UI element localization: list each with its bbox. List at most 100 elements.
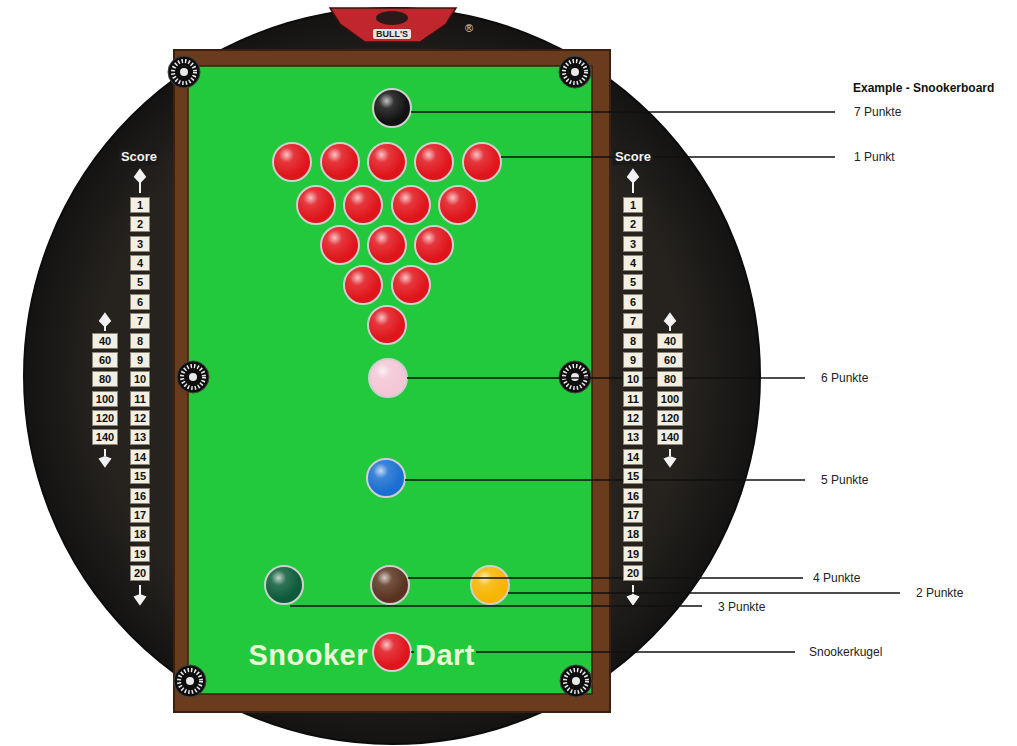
red-ball (392, 186, 430, 224)
leader-line (411, 111, 835, 113)
score-cell: 9 (130, 352, 150, 368)
callout-label: Snookerkugel (808, 645, 883, 659)
brown-ball (371, 566, 409, 604)
score-cell: 2 (623, 216, 643, 232)
shine (345, 267, 381, 303)
score-cell: 17 (130, 507, 150, 523)
shine (345, 187, 381, 223)
rosette (564, 61, 586, 83)
shine (370, 360, 406, 396)
shine (266, 567, 302, 603)
score-cell: 3 (130, 236, 150, 252)
score-cell: 19 (130, 546, 150, 562)
shine (472, 567, 508, 603)
red-ball (344, 186, 382, 224)
score-cell: 6 (130, 294, 150, 310)
score-cell: 10 (623, 371, 643, 387)
callout-label: 4 Punkte (812, 571, 861, 585)
leader-line (501, 156, 835, 158)
leader-line (407, 377, 805, 379)
leader-line (508, 592, 900, 594)
pocket (560, 665, 592, 697)
score-cell: 18 (623, 526, 643, 542)
pocket-rosette (174, 665, 206, 697)
score-cell: 7 (130, 313, 150, 329)
score-cell: 8 (623, 333, 643, 349)
score-cell: 17 (623, 507, 643, 523)
pocket (174, 665, 206, 697)
shine (416, 227, 452, 263)
shine (369, 227, 405, 263)
rosette-center (571, 68, 579, 76)
red-ball (368, 143, 406, 181)
brand-word: Dart (414, 638, 476, 673)
down-arrow (628, 585, 638, 604)
down-arrow (665, 449, 675, 466)
bonus-cell: 60 (92, 352, 118, 368)
rosette (182, 366, 204, 388)
shine (393, 187, 429, 223)
balls (265, 89, 509, 671)
bonus-cell: 40 (657, 333, 683, 349)
shine (274, 144, 310, 180)
red-ball (368, 306, 406, 344)
pink-ball (369, 359, 407, 397)
shine (416, 144, 452, 180)
up-arrow (628, 170, 638, 193)
diagram-title: Example - Snookerboard (853, 81, 994, 95)
up-arrow (135, 170, 145, 193)
score-cell: 19 (623, 546, 643, 562)
bonus-cell: 120 (92, 410, 118, 426)
table-felt (188, 66, 592, 694)
callout-label: 7 Punkte (853, 105, 902, 119)
up-arrow (665, 314, 675, 331)
shine (322, 227, 358, 263)
score-arrows (100, 170, 675, 604)
bonus-cell: 140 (92, 429, 118, 445)
rosette-center (571, 373, 579, 381)
score-cell: 12 (623, 410, 643, 426)
score-cell: 8 (130, 333, 150, 349)
score-cell: 18 (130, 526, 150, 542)
bonus-cell: 80 (92, 371, 118, 387)
bonus-cell: 120 (657, 410, 683, 426)
leader-lines (290, 112, 900, 652)
bonus-cell: 100 (657, 391, 683, 407)
leader-line (408, 577, 803, 579)
shine (374, 90, 410, 126)
shine (298, 187, 334, 223)
rosette (565, 670, 587, 692)
shine (369, 307, 405, 343)
score-cell: 16 (623, 488, 643, 504)
red-ball (415, 143, 453, 181)
blue-ball (367, 459, 405, 497)
red-ball (321, 226, 359, 264)
score-cell: 20 (623, 565, 643, 581)
logo-banner (330, 8, 456, 42)
pocket-rosette (559, 56, 591, 88)
pocket-rosette (559, 361, 591, 393)
rosette-center (572, 677, 580, 685)
leader-line (290, 605, 702, 607)
red-ball (321, 143, 359, 181)
bonus-cell: 60 (657, 352, 683, 368)
score-cell: 4 (130, 255, 150, 271)
score-cell: 10 (130, 371, 150, 387)
red-ball (439, 186, 477, 224)
shine (372, 567, 408, 603)
pocket (559, 56, 591, 88)
pocket (168, 56, 200, 88)
shine (369, 144, 405, 180)
pocket-rosette (560, 665, 592, 697)
score-cell: 14 (623, 449, 643, 465)
score-cell: 13 (130, 429, 150, 445)
score-cell: 12 (130, 410, 150, 426)
red-ball (368, 226, 406, 264)
score-cell: 1 (130, 197, 150, 213)
bonus-cell: 100 (92, 391, 118, 407)
leader-line (405, 479, 805, 481)
green-ball (265, 566, 303, 604)
score-cell: 16 (130, 488, 150, 504)
yellow-ball (471, 566, 509, 604)
ball-shine (266, 90, 508, 670)
